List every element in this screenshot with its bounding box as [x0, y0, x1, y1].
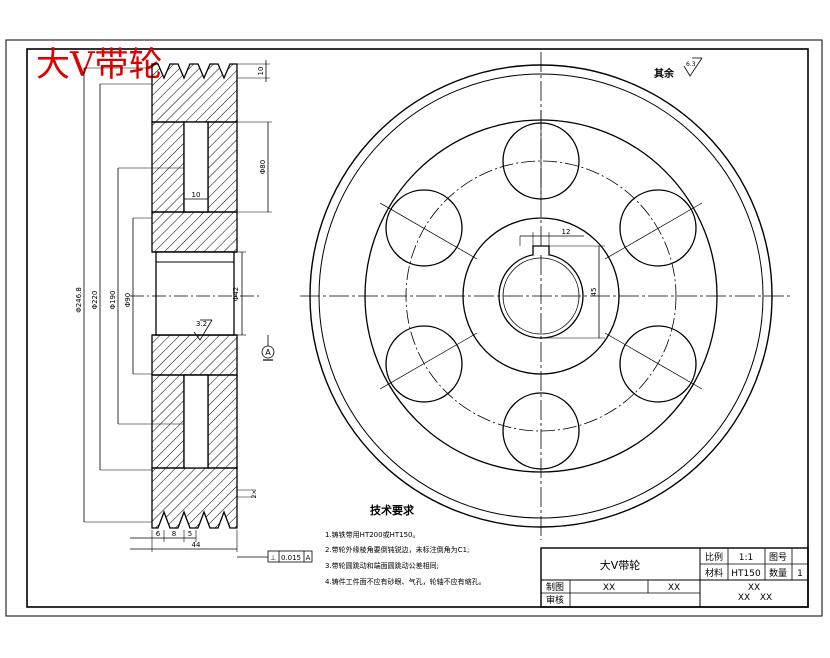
bottom-dim-3: 5: [188, 530, 192, 538]
bottom-dim-2: 8: [172, 530, 176, 538]
bore: [155, 251, 235, 336]
keyway-width: 12: [562, 228, 571, 236]
web-hole-bottom: [183, 374, 209, 469]
surface-note-roughness: 6.3: [686, 61, 696, 68]
tb-material-label: 材料: [705, 567, 723, 579]
bottom-dim-1: 6: [156, 530, 161, 538]
inner-frame: [26, 48, 809, 608]
tb-scale-label: 比例: [705, 551, 723, 563]
hub-bottom-hatch: [151, 334, 238, 376]
keyway-depth: 45: [590, 288, 598, 297]
web-top-hatch-right: [207, 121, 238, 213]
rim-top-hatch: [151, 63, 238, 123]
tb-qty-label: 数量: [769, 567, 787, 579]
hole-6: [385, 189, 463, 267]
hole-pitch-circle: [405, 160, 677, 432]
hole-5: [385, 325, 463, 403]
rim-bottom-hatch: [151, 467, 238, 529]
tech-item-2: 2.带轮外缘棱角要倒钝锐边，未标注倒角为C1;: [325, 545, 469, 554]
tb-material-value: HT150: [731, 569, 761, 579]
tb-drawing-no-label: 图号: [769, 552, 787, 563]
outer-frame: [5, 39, 823, 617]
hole-3: [619, 325, 697, 403]
tol-datum: A: [306, 554, 311, 562]
tech-item-4: 4.铸件工件面不应有砂眼、气孔，轮轴不应有缩孔。: [325, 577, 486, 586]
tb-drawn-value: XX: [603, 583, 615, 593]
banner-title: 大V带轮: [36, 45, 163, 85]
tech-item-3: 3.带轮圆跳动和端面圆跳动公差相同;: [325, 561, 439, 570]
tb-qty-value: 1: [797, 569, 803, 579]
tech-heading: 技术要求: [370, 503, 415, 517]
hole-4: [502, 392, 580, 470]
hub-top-hatch: [151, 211, 238, 253]
section-view: Φ246.8 Φ220 Φ190 Φ90 10 Φ80 Φ42 10 3.2 A…: [75, 60, 313, 563]
keyway: [532, 245, 550, 255]
tb-drawn-date: XX: [668, 583, 680, 593]
dim-diameter-1: Φ246.8: [75, 287, 83, 313]
outer-circle: [309, 64, 773, 528]
dim-diameter-2: Φ220: [91, 291, 99, 310]
web-bottom-hatch-right: [207, 374, 238, 469]
dim-top-width: 10: [257, 67, 265, 76]
overall-width: 44: [192, 541, 201, 549]
tb-company-1: XX: [748, 583, 760, 593]
tb-company-3: XX: [760, 593, 772, 603]
web-bottom-hatch: [151, 374, 185, 469]
tol-symbol: ⊥: [270, 554, 276, 562]
dim-diameter-3: Φ190: [109, 291, 117, 310]
tb-company-2: XX: [738, 593, 750, 603]
tb-part-name: 大V带轮: [600, 558, 641, 572]
web-hole-top: [183, 121, 209, 213]
tb-check-label: 审核: [546, 594, 564, 606]
tech-item-1: 1.铸铁带用HT200或HT150。: [325, 530, 419, 539]
tb-drawn-label: 制图: [546, 581, 564, 593]
technical-requirements: 技术要求 1.铸铁带用HT200或HT150。 2.带轮外缘棱角要倒钝锐边，未标…: [325, 503, 486, 586]
dim-rib: 10: [192, 191, 201, 199]
front-view: 12 45 其余 6.3: [300, 52, 790, 540]
datum-label: A: [265, 348, 271, 357]
tb-scale-value: 1:1: [739, 553, 753, 563]
surface-note-label: 其余: [654, 67, 675, 80]
dim-diameter-4: Φ90: [124, 293, 132, 307]
chamfer-note: 2×: [251, 490, 258, 499]
tol-value: 0.015: [281, 554, 301, 562]
title-block: 大V带轮 比例 1:1 图号 材料 HT150 数量 1 制图 XX XX 审核…: [540, 547, 809, 608]
rim-circle: [318, 73, 764, 519]
roughness-bore: 3.2: [196, 320, 207, 328]
dim-inner: Φ80: [259, 160, 267, 174]
dim-hub-bore: Φ42: [232, 287, 240, 301]
hole-2: [619, 189, 697, 267]
hub-circle: [462, 217, 620, 375]
web-top-hatch: [151, 121, 185, 213]
